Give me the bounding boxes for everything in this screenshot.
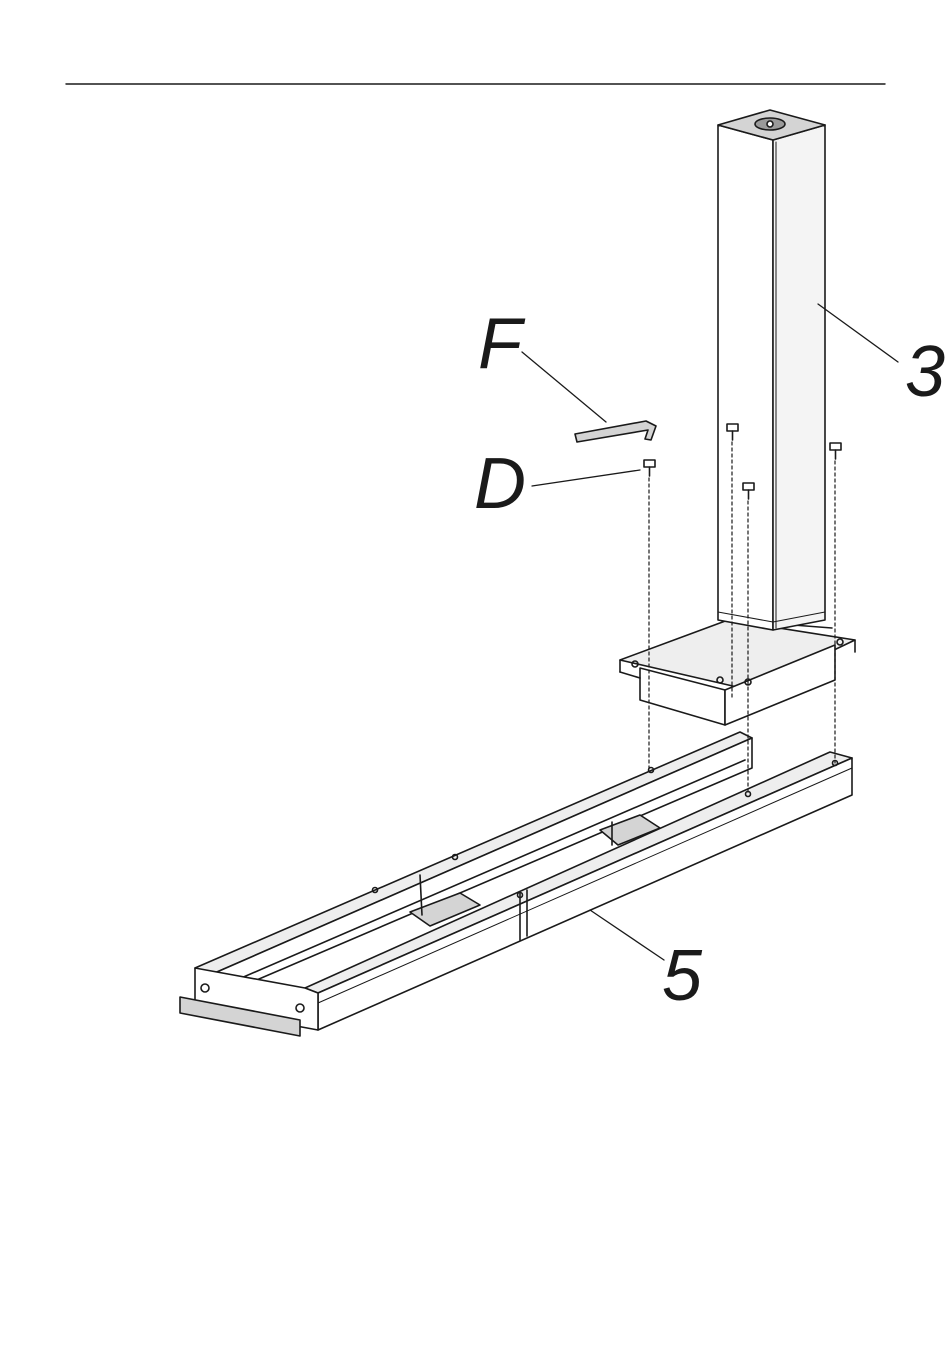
screw-4 xyxy=(830,443,841,459)
leg-column-side-face xyxy=(773,125,825,630)
allen-key xyxy=(575,421,656,442)
leg-column xyxy=(718,110,825,630)
leg-column-front-face xyxy=(718,125,773,630)
leader-5 xyxy=(590,910,664,960)
foot-rail xyxy=(180,732,852,1036)
foot-rail-outer-top xyxy=(305,752,852,993)
screw-1 xyxy=(644,460,655,476)
label-leg-column: 3 xyxy=(905,332,945,412)
label-foot-rail: 5 xyxy=(662,936,703,1016)
leader-d xyxy=(532,470,640,486)
leader-f xyxy=(522,352,606,422)
leader-3 xyxy=(818,304,898,362)
label-allen-key: F xyxy=(478,304,526,384)
label-screw: D xyxy=(474,444,526,524)
mounting-bracket xyxy=(620,620,855,725)
